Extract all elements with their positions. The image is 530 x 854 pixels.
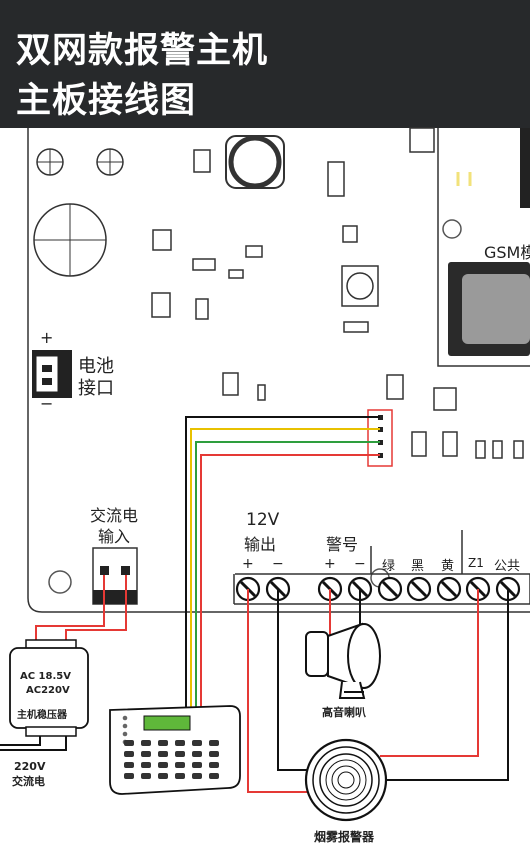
terminal-screws xyxy=(235,576,521,602)
keypad-key xyxy=(209,751,219,757)
keypad-key xyxy=(175,773,185,779)
keypad-key xyxy=(158,762,168,768)
battery-minus-label: − xyxy=(40,394,54,413)
keypad-key xyxy=(175,751,185,757)
keypad-key xyxy=(192,762,202,768)
title-banner: 双网款报警主机 主板接线图 xyxy=(0,0,530,128)
keypad-keys xyxy=(124,740,219,779)
keypad xyxy=(109,705,241,795)
keypad-key xyxy=(192,740,202,746)
gsm-module xyxy=(437,128,530,367)
mains-label-1: 220V xyxy=(14,760,46,773)
inductor xyxy=(225,135,285,189)
battery-label-1: 电池 xyxy=(78,356,114,377)
terminal-label: Z1 xyxy=(468,556,484,570)
smd-components xyxy=(151,127,524,459)
wiring xyxy=(0,416,509,793)
mains-label-2: 交流电 xyxy=(12,775,45,788)
transformer-label-3: 主机稳压器 xyxy=(17,710,67,721)
gsm-module-label: GSM模 xyxy=(484,243,530,262)
keypad-header xyxy=(367,409,393,467)
output-12v-label-1: 12V xyxy=(246,510,280,530)
keypad-key xyxy=(209,773,219,779)
terminal-label: 公共 xyxy=(494,559,521,574)
keypad-key xyxy=(141,762,151,768)
keypad-key xyxy=(141,740,151,746)
transformer-label-2: AC220V xyxy=(26,685,70,696)
title-line-2: 主板接线图 xyxy=(16,81,197,121)
main-board xyxy=(27,128,530,613)
keypad-key xyxy=(141,751,151,757)
transformer xyxy=(9,639,89,737)
keypad-key xyxy=(124,740,134,746)
gsm-antenna-connector xyxy=(520,128,530,208)
alarm-label: 警号 xyxy=(326,535,359,554)
keypad-key xyxy=(192,751,202,757)
keypad-key xyxy=(124,762,134,768)
ac-input-label-1: 交流电 xyxy=(90,506,139,525)
keypad-key xyxy=(158,751,168,757)
terminal-block xyxy=(233,530,530,605)
terminal-label: − xyxy=(272,556,284,572)
keypad-key xyxy=(192,773,202,779)
keypad-key xyxy=(124,773,134,779)
keypad-key xyxy=(124,751,134,757)
keypad-key xyxy=(158,740,168,746)
speaker-label: 高音喇叭 xyxy=(322,706,366,719)
keypad-key xyxy=(209,740,219,746)
terminal-label: 黑 xyxy=(411,559,425,574)
keypad-key xyxy=(141,773,151,779)
battery-plus-label: + xyxy=(40,328,54,347)
smoke-detector-label: 烟雾报警器 xyxy=(314,830,375,844)
terminal-label: + xyxy=(242,556,254,572)
battery-label-2: 接口 xyxy=(78,378,114,399)
title-line-1: 双网款报警主机 xyxy=(16,31,269,71)
terminal-label: 绿 xyxy=(382,559,396,574)
keypad-key xyxy=(209,762,219,768)
terminal-label: − xyxy=(354,556,366,572)
terminal-label: + xyxy=(324,556,336,572)
transformer-label-1: AC 18.5V xyxy=(20,671,71,682)
keypad-key xyxy=(175,762,185,768)
reset-button xyxy=(341,265,379,307)
keypad-screen xyxy=(143,715,191,731)
ac-input-label-2: 输入 xyxy=(98,527,131,546)
smoke-detector xyxy=(304,738,388,822)
terminal-label: 黄 xyxy=(441,559,455,574)
output-12v-label-2: 输出 xyxy=(244,535,277,554)
mounting-hole xyxy=(48,570,72,594)
gsm-led xyxy=(442,219,462,239)
siren-horn xyxy=(305,622,381,699)
keypad-key xyxy=(175,740,185,746)
keypad-key xyxy=(158,773,168,779)
